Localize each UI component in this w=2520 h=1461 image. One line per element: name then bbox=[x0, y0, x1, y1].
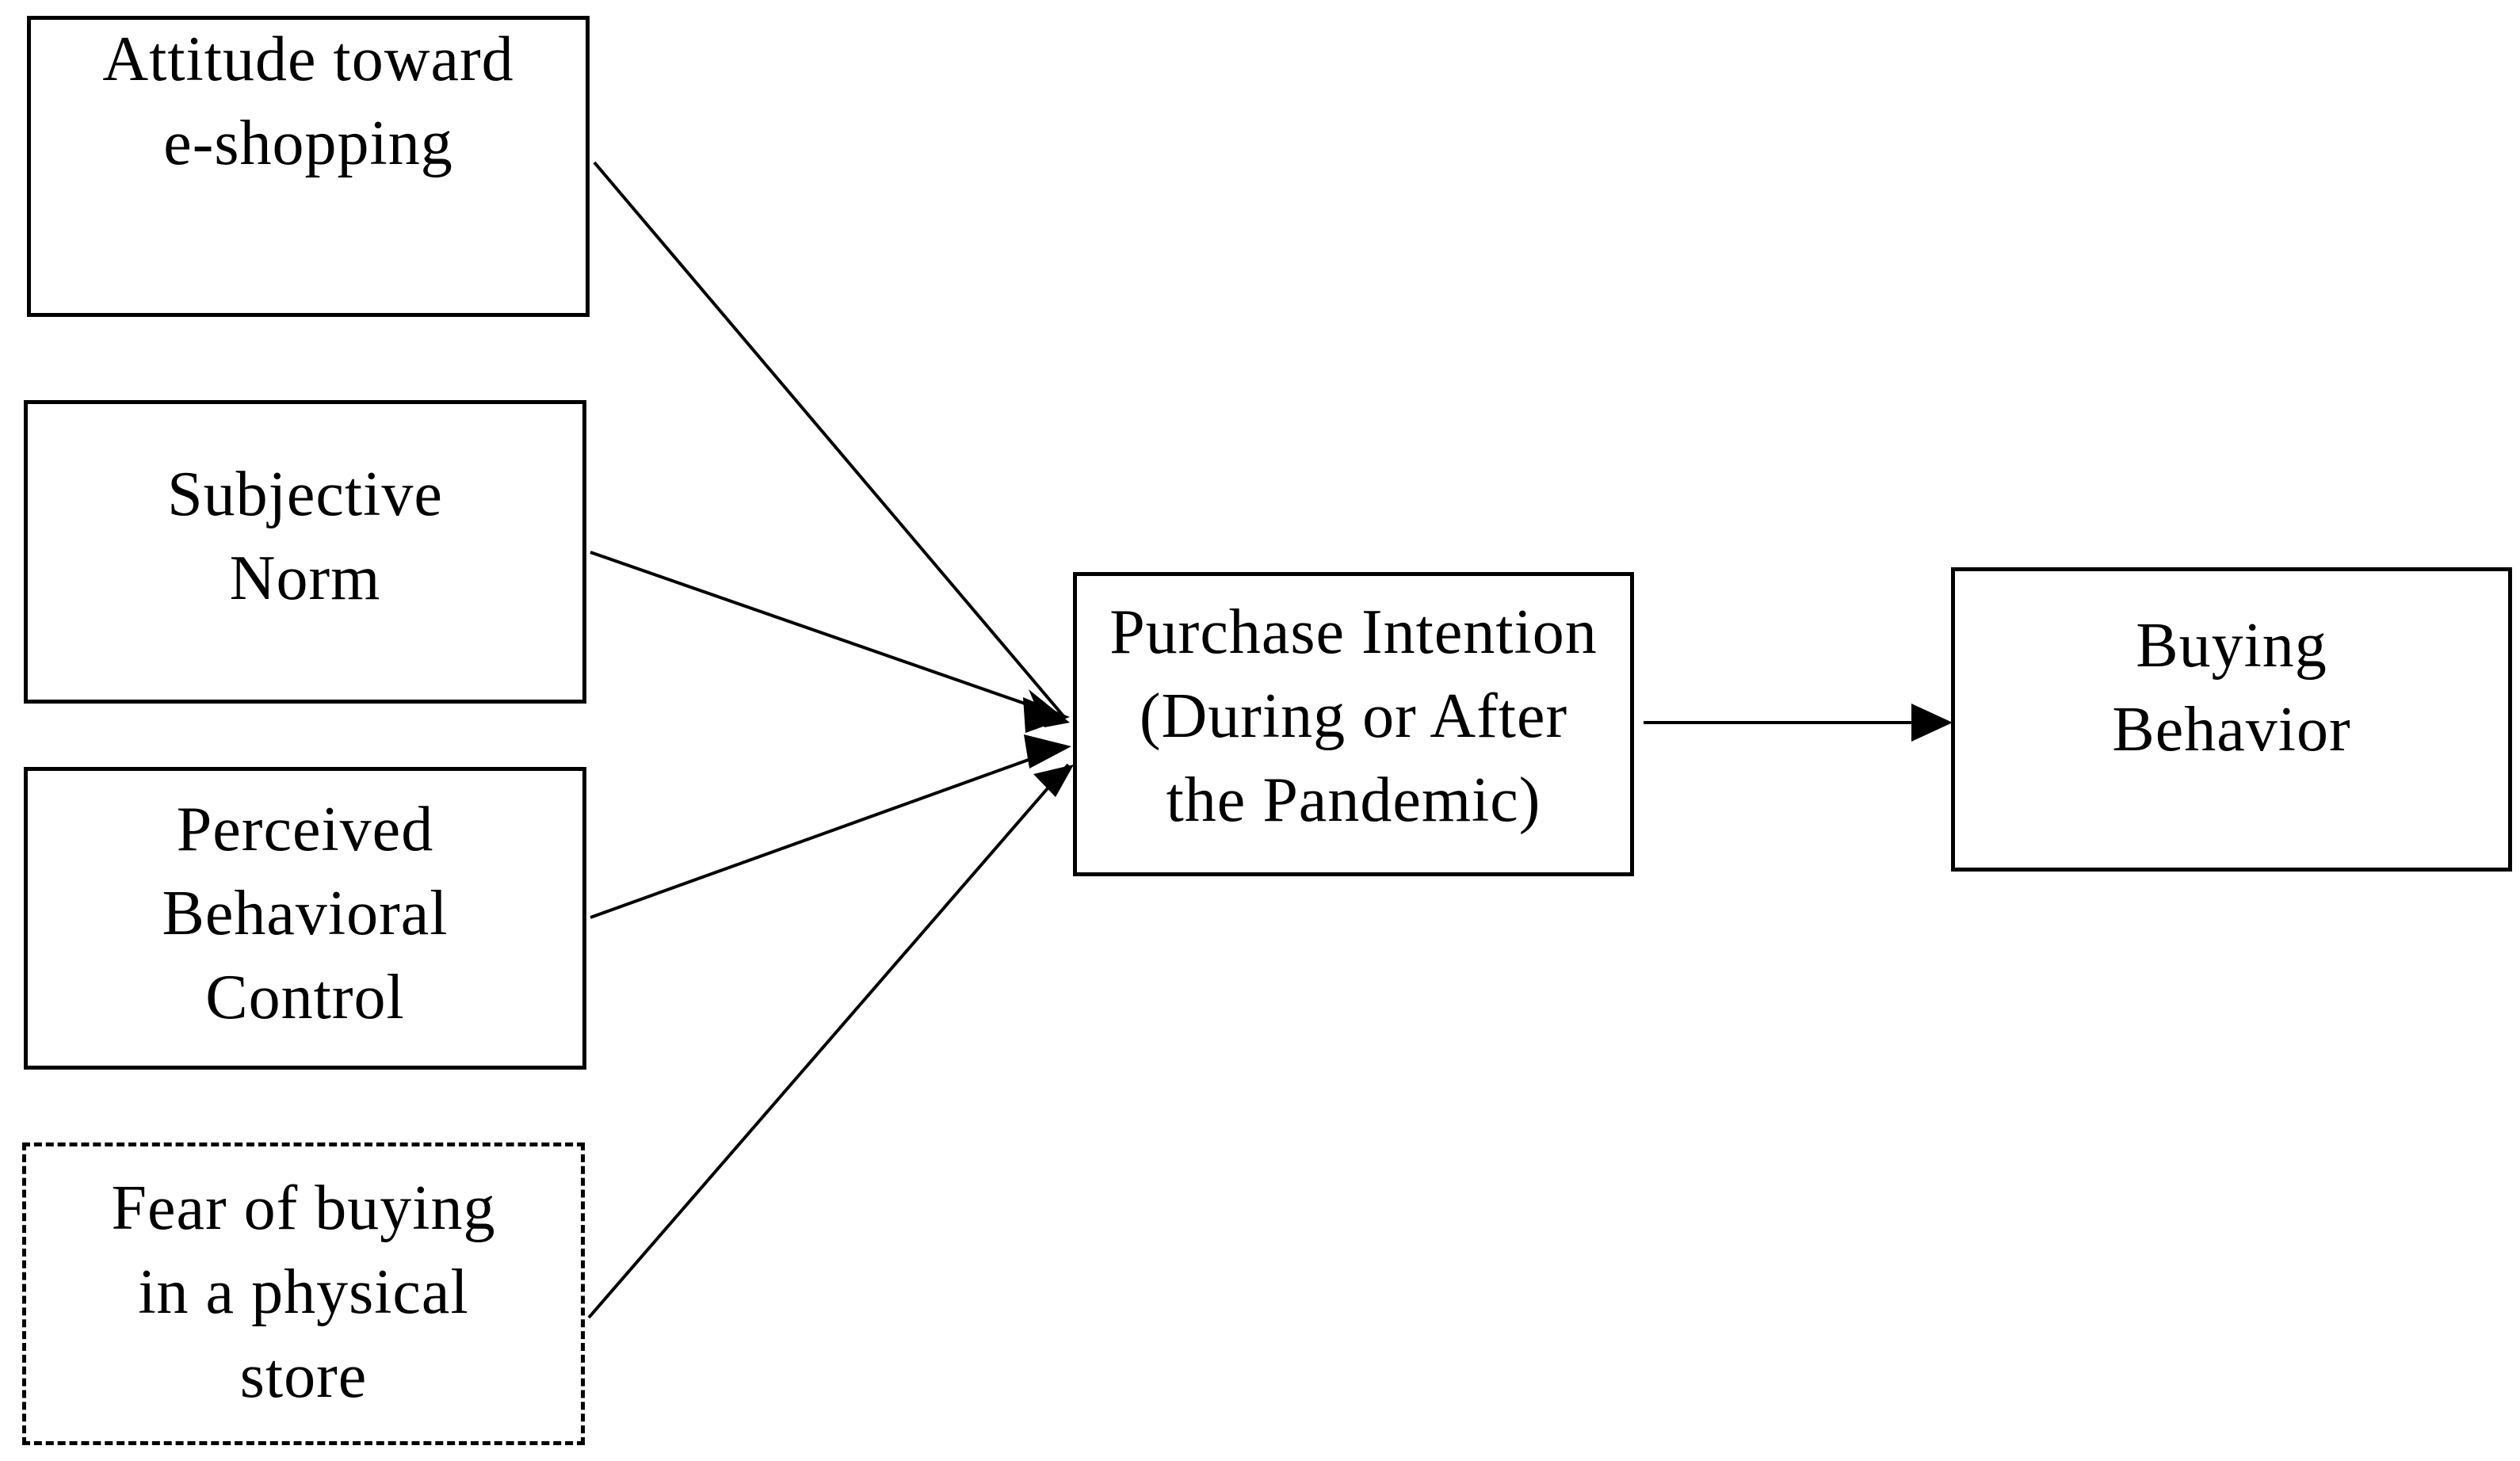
arrowhead-fear bbox=[1033, 765, 1074, 797]
node-label-fear-of-buying: Fear of buying in a physical store bbox=[111, 1173, 496, 1411]
arrow-subjective-to-intention bbox=[590, 551, 1064, 719]
node-purchase-intention: Purchase Intention (During or After the … bbox=[1073, 572, 1634, 876]
arrow-attitude-to-intention bbox=[593, 161, 1066, 719]
arrowhead-subjective bbox=[1023, 697, 1070, 733]
node-label-subjective-norm: Subjective Norm bbox=[167, 459, 443, 613]
node-subjective-norm: Subjective Norm bbox=[24, 400, 586, 704]
node-label-purchase-intention: Purchase Intention (During or After the … bbox=[1109, 597, 1598, 835]
arrowhead-pbc bbox=[1024, 734, 1071, 769]
node-attitude-toward-e-shopping: Attitude toward e-shopping bbox=[27, 16, 590, 317]
node-label-buying-behavior: Buying Behavior bbox=[2112, 611, 2351, 765]
arrowhead-behavior bbox=[1911, 704, 1953, 742]
node-fear-of-buying-in-store: Fear of buying in a physical store bbox=[22, 1142, 585, 1445]
node-label-perceived-behavioral-control: Perceived Behavioral Control bbox=[162, 795, 449, 1032]
arrow-fear-to-intention bbox=[587, 763, 1070, 1319]
node-buying-behavior: Buying Behavior bbox=[1951, 567, 2512, 872]
node-perceived-behavioral-control: Perceived Behavioral Control bbox=[24, 767, 586, 1070]
arrow-pbc-to-intention bbox=[590, 745, 1067, 919]
node-label-attitude: Attitude toward e-shopping bbox=[102, 25, 514, 178]
